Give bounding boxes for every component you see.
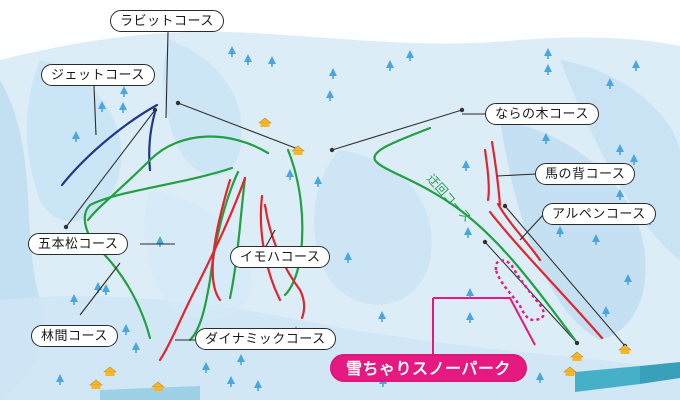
lift-station-icon: [151, 381, 165, 391]
tree-icon: [544, 64, 552, 75]
tree-icon: [228, 46, 236, 57]
tree-icon: [237, 354, 245, 365]
label-rabbit-course: ラビットコース: [110, 10, 224, 32]
tree-icon: [98, 101, 106, 112]
tree-icon: [227, 376, 235, 387]
tree-icon: [156, 236, 164, 247]
tree-icon: [119, 102, 127, 113]
tree-icon: [329, 68, 337, 79]
lift-station-icon: [570, 351, 584, 361]
lift-station-icon: [258, 117, 272, 127]
lift-station-icon: [618, 344, 632, 354]
lift-station-icon: [563, 366, 577, 376]
tree-icon: [536, 372, 544, 383]
lift-station-group: [89, 117, 632, 391]
lift-station-icon: [89, 379, 103, 389]
tree-icon: [542, 133, 550, 144]
tree-icon: [314, 176, 322, 187]
tree-icon: [462, 160, 470, 171]
tree-icon: [132, 342, 140, 353]
tree-icon: [72, 131, 80, 142]
tree-icon: [56, 374, 64, 385]
tree-icon: [464, 227, 472, 238]
tree-icon: [406, 50, 414, 61]
label-gohon-course: 五本松コース: [28, 233, 129, 255]
advanced-runs: [60, 103, 159, 187]
tree-icon: [592, 234, 600, 245]
tree-icon: [286, 169, 294, 180]
tree-icon: [616, 189, 624, 200]
tree-icon: [630, 154, 638, 165]
tree-icon: [122, 324, 130, 335]
label-snow-park: 雪ちゃりスノーパーク: [330, 354, 527, 382]
tree-icon: [544, 48, 552, 59]
label-jet-course: ジェットコース: [41, 64, 155, 86]
label-narano-course: ならの木コース: [485, 103, 599, 125]
beginner-runs: [83, 126, 577, 342]
tree-icon: [70, 294, 78, 305]
label-dynamic-course: ダイナミックコース: [195, 328, 336, 350]
tree-icon: [556, 226, 564, 237]
tree-icon: [120, 86, 128, 97]
tree-icon: [202, 362, 210, 373]
lift-lines: [65, 102, 626, 347]
lift-station-icon: [103, 366, 117, 376]
tree-icon: [632, 60, 640, 71]
tree-icon: [602, 306, 610, 317]
lift-station-icon: [291, 145, 305, 155]
tree-icon: [386, 60, 394, 71]
base-lodge-roof: [575, 366, 640, 392]
tree-icon: [344, 252, 352, 263]
label-alpen-course: アルペンコース: [542, 203, 656, 225]
label-rinkan-course: 林間コース: [31, 325, 118, 347]
label-imoha-course: イモハコース: [230, 246, 331, 268]
tree-group: [56, 46, 654, 391]
label-umanose-course: 馬の背コース: [535, 163, 636, 185]
tree-icon: [606, 78, 614, 89]
tree-icon: [616, 144, 624, 155]
tree-icon: [254, 380, 262, 391]
tree-icon: [378, 311, 386, 322]
tree-icon: [624, 274, 632, 285]
tree-icon: [244, 54, 252, 65]
tree-icon: [268, 56, 276, 67]
tree-icon: [326, 90, 334, 101]
